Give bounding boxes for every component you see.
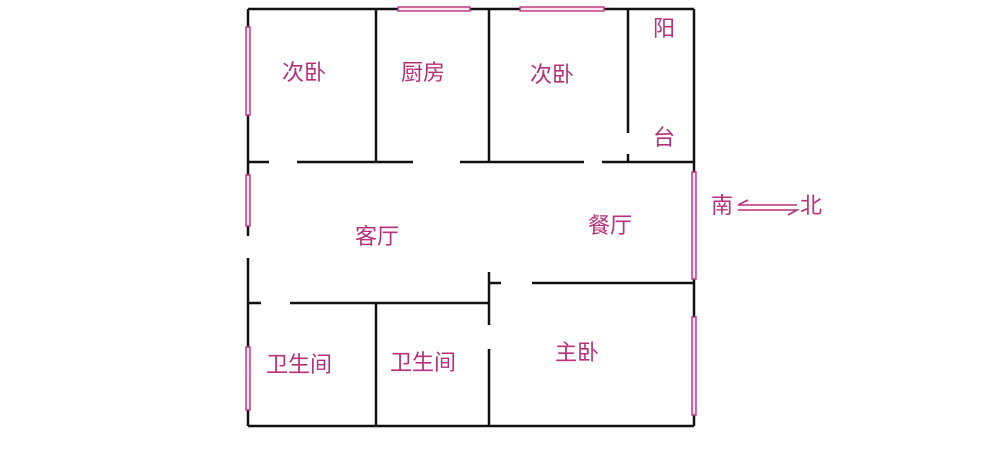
room-label-bedroom: 次卧 — [530, 63, 575, 88]
compass-north: 北 — [800, 194, 823, 219]
room-label-bedroom: 次卧 — [282, 61, 327, 86]
room-label-dining-room: 餐厅 — [588, 214, 633, 239]
compass-south: 南 — [711, 194, 734, 219]
room-label-master-bedroom: 主卧 — [555, 341, 600, 366]
walls — [246, 7, 696, 428]
compass-arrow-icon — [737, 199, 801, 216]
room-label-bathroom: 卫生间 — [390, 351, 457, 376]
room-label-balcony-2: 台 — [653, 126, 676, 151]
room-label-kitchen: 厨房 — [401, 61, 446, 86]
room-label-living-room: 客厅 — [355, 225, 400, 250]
room-label-bathroom: 卫生间 — [266, 353, 333, 378]
room-label-balcony-1: 阳 — [653, 17, 676, 42]
windows — [245, 6, 697, 416]
